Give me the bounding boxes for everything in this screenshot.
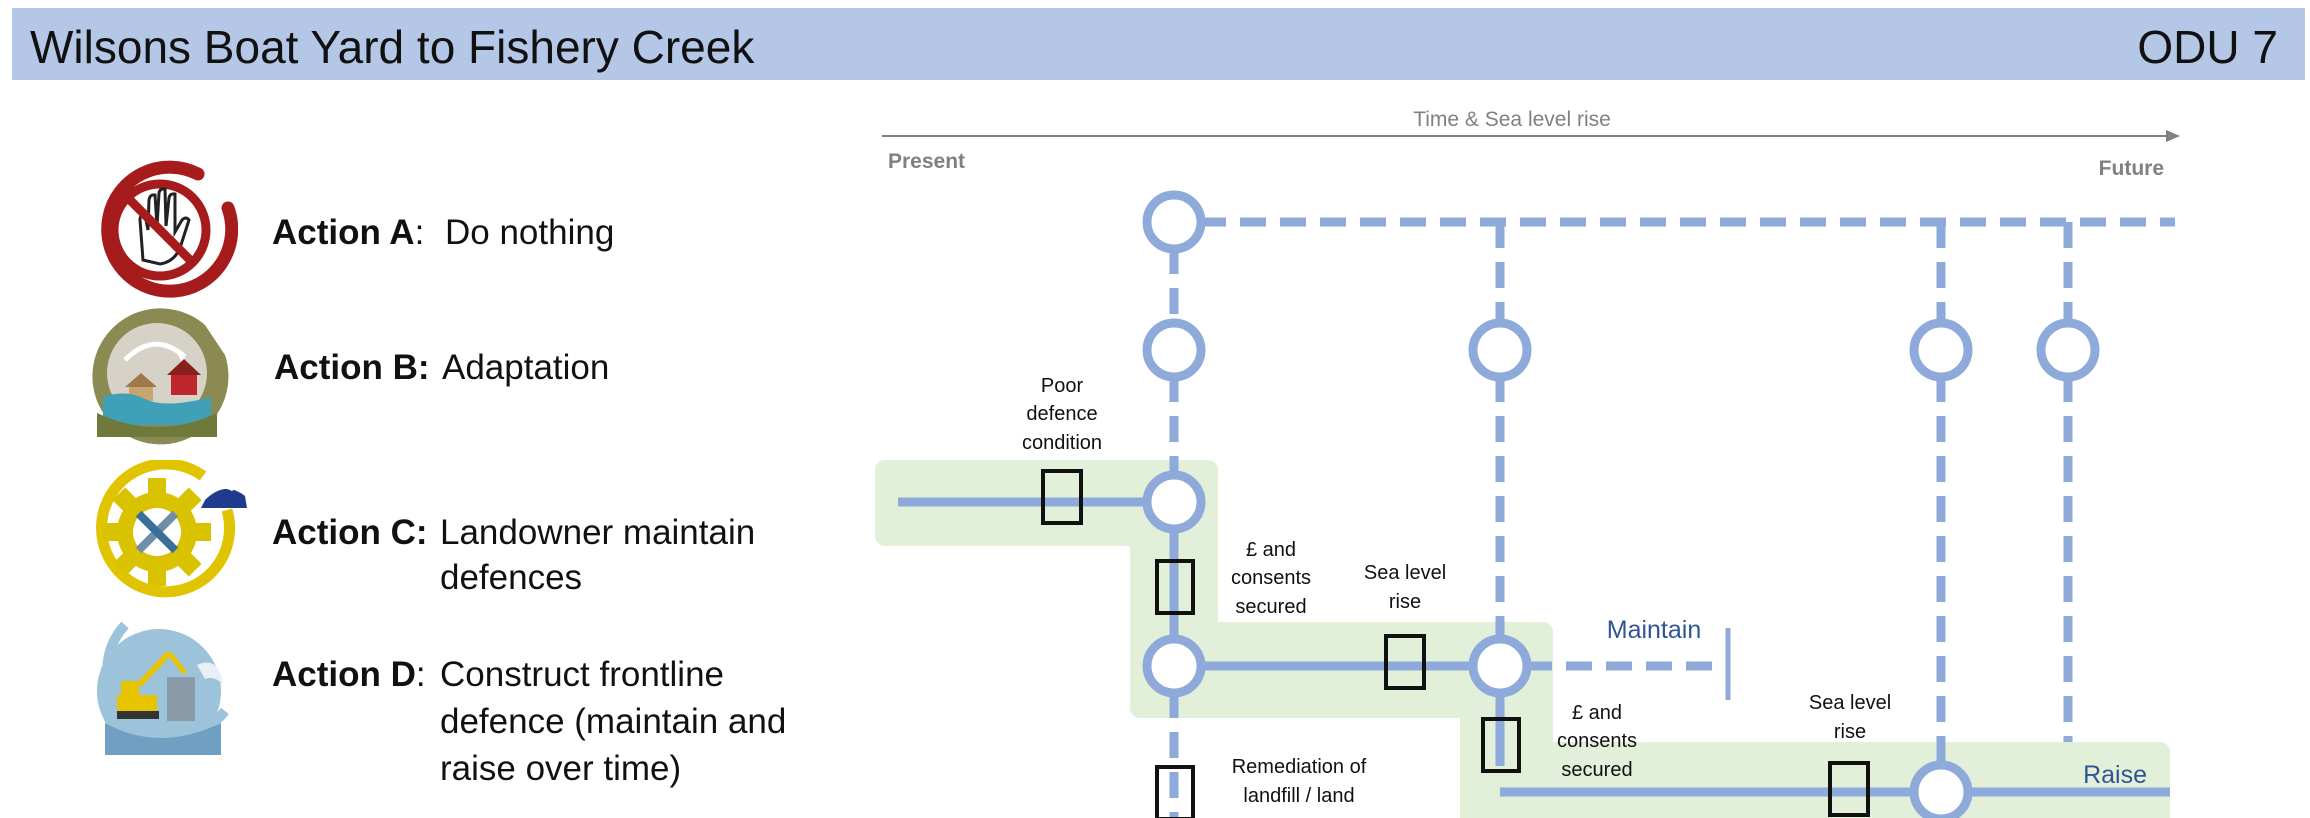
maintain-label: Maintain (1607, 616, 1702, 644)
action-label: Action C: (272, 513, 428, 552)
trigger-label-line: Sea level (1809, 692, 1891, 714)
action-desc-line: defence (maintain and (440, 702, 787, 741)
trigger-labels: Poor defence condition £ and consents se… (1022, 375, 1891, 807)
no-entry-hand-icon (101, 160, 238, 298)
trigger-label-line: rise (1834, 721, 1866, 743)
trigger-label-line: consents (1557, 730, 1637, 752)
pathway-lines (898, 217, 2175, 818)
action-desc-line: defences (440, 558, 583, 597)
action-label: Action B: (274, 348, 430, 387)
trigger-markers (1041, 469, 1870, 818)
time-axis-arrow (2166, 130, 2180, 142)
trigger-label-line: Sea level (1364, 562, 1446, 584)
page-title: Wilsons Boat Yard to Fishery Creek (30, 21, 755, 73)
trigger-label-line: condition (1022, 432, 1102, 454)
trigger-label-line: £ and (1572, 702, 1622, 724)
action-desc-line: raise over time) (440, 749, 682, 788)
excavator-sea-icon (97, 621, 229, 755)
trigger-label-line: Remediation of (1232, 756, 1367, 778)
future-label: Future (2099, 157, 2164, 180)
adaptation-house-icon (92, 308, 229, 445)
action-desc-line: Construct frontline (440, 655, 725, 694)
title-bar: Wilsons Boat Yard to Fishery Creek ODU 7 (12, 8, 2305, 80)
time-axis-label: Time & Sea level rise (1413, 108, 1611, 131)
action-label: Action A (272, 213, 415, 252)
action-desc-line: Do nothing (445, 213, 615, 252)
raise-label: Raise (2083, 761, 2147, 789)
action-desc-line: Landowner maintain (440, 513, 756, 552)
unit-code: ODU 7 (2137, 21, 2278, 73)
gear-tools-icon (96, 460, 247, 598)
trigger-label-line: £ and (1246, 539, 1296, 561)
trigger-label-line: secured (1235, 596, 1306, 618)
trigger-label-line: consents (1231, 567, 1311, 589)
action-separator: : (414, 213, 425, 252)
decision-nodes (1142, 190, 2100, 818)
trigger-label-line: rise (1389, 591, 1421, 613)
trigger-label-line: landfill / land (1243, 785, 1354, 807)
trigger-label-line: secured (1561, 759, 1632, 781)
trigger-label-line: Poor (1041, 375, 1084, 397)
action-separator: : (415, 655, 426, 694)
action-label: Action D (272, 655, 416, 694)
trigger-label-line: defence (1026, 403, 1097, 425)
present-label: Present (888, 150, 965, 173)
highlight-zones (875, 460, 2170, 818)
action-desc-line: Adaptation (442, 348, 610, 387)
